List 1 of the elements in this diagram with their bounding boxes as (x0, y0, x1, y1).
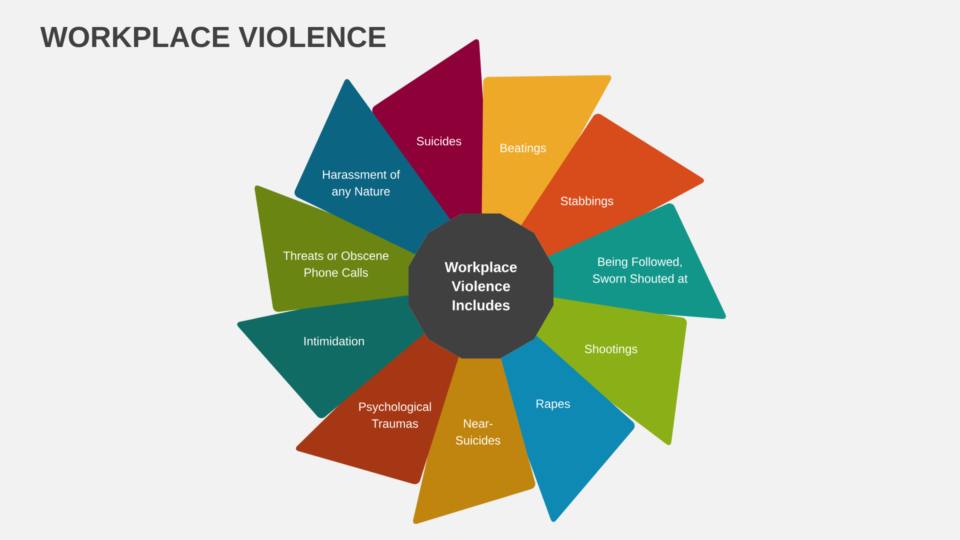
center-dodecagon: Workplace Violence Includes (408, 214, 554, 358)
